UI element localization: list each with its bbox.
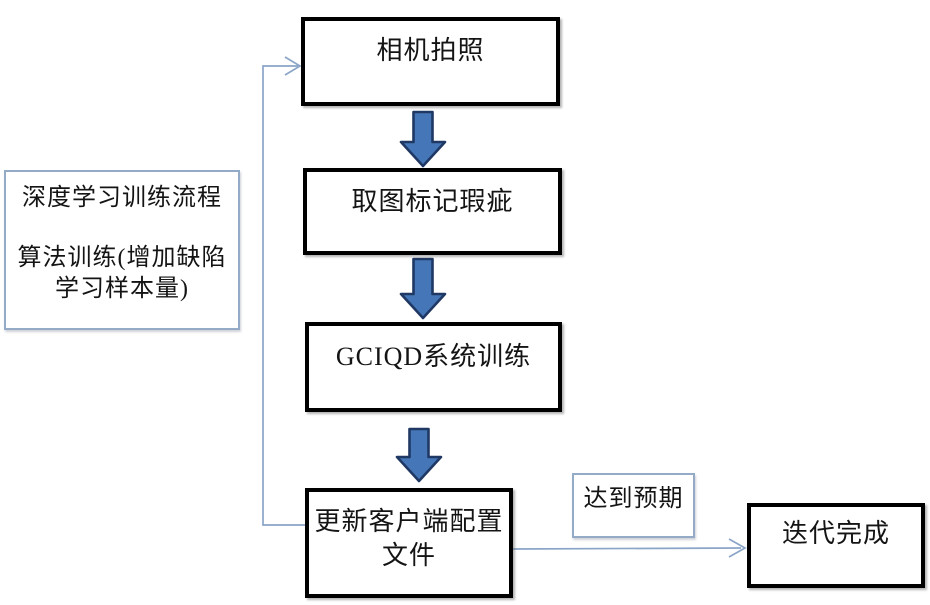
down-block-arrow-1 [399,110,447,168]
legend-text-line2: 算法训练(增加缺陷 [17,245,227,271]
feedback-connector-line [262,65,305,526]
feedback-arrowhead-icon [284,56,302,76]
node-camera-capture: 相机拍照 [301,17,560,106]
node-camera-capture-label: 相机拍照 [376,36,485,65]
node-gciqd-training: GCIQD系统训练 [305,322,562,412]
result-arrowhead-icon [728,538,747,558]
node-mark-defects-label: 取图标记瑕疵 [351,187,514,216]
result-connector-line [512,547,742,550]
condition-expectation-met: 达到预期 [572,473,695,538]
legend-text-line3: 学习样本量) [55,276,189,302]
node-gciqd-training-label: GCIQD系统训练 [335,342,532,371]
node-mark-defects: 取图标记瑕疵 [303,168,562,255]
node-update-config-label-line1: 更新客户端配置 [314,507,504,536]
down-block-arrow-3 [395,427,443,483]
legend-title: 深度学习训练流程 [22,185,222,211]
condition-expectation-met-label: 达到预期 [583,486,684,512]
node-update-config-label-line2: 文件 [381,541,436,570]
node-update-config: 更新客户端配置 文件 [305,488,513,598]
down-block-arrow-2 [399,257,447,320]
node-iteration-complete: 迭代完成 [747,503,925,588]
legend-box: 深度学习训练流程 算法训练(增加缺陷 学习样本量) [4,170,240,330]
node-iteration-complete-label: 迭代完成 [781,519,890,548]
